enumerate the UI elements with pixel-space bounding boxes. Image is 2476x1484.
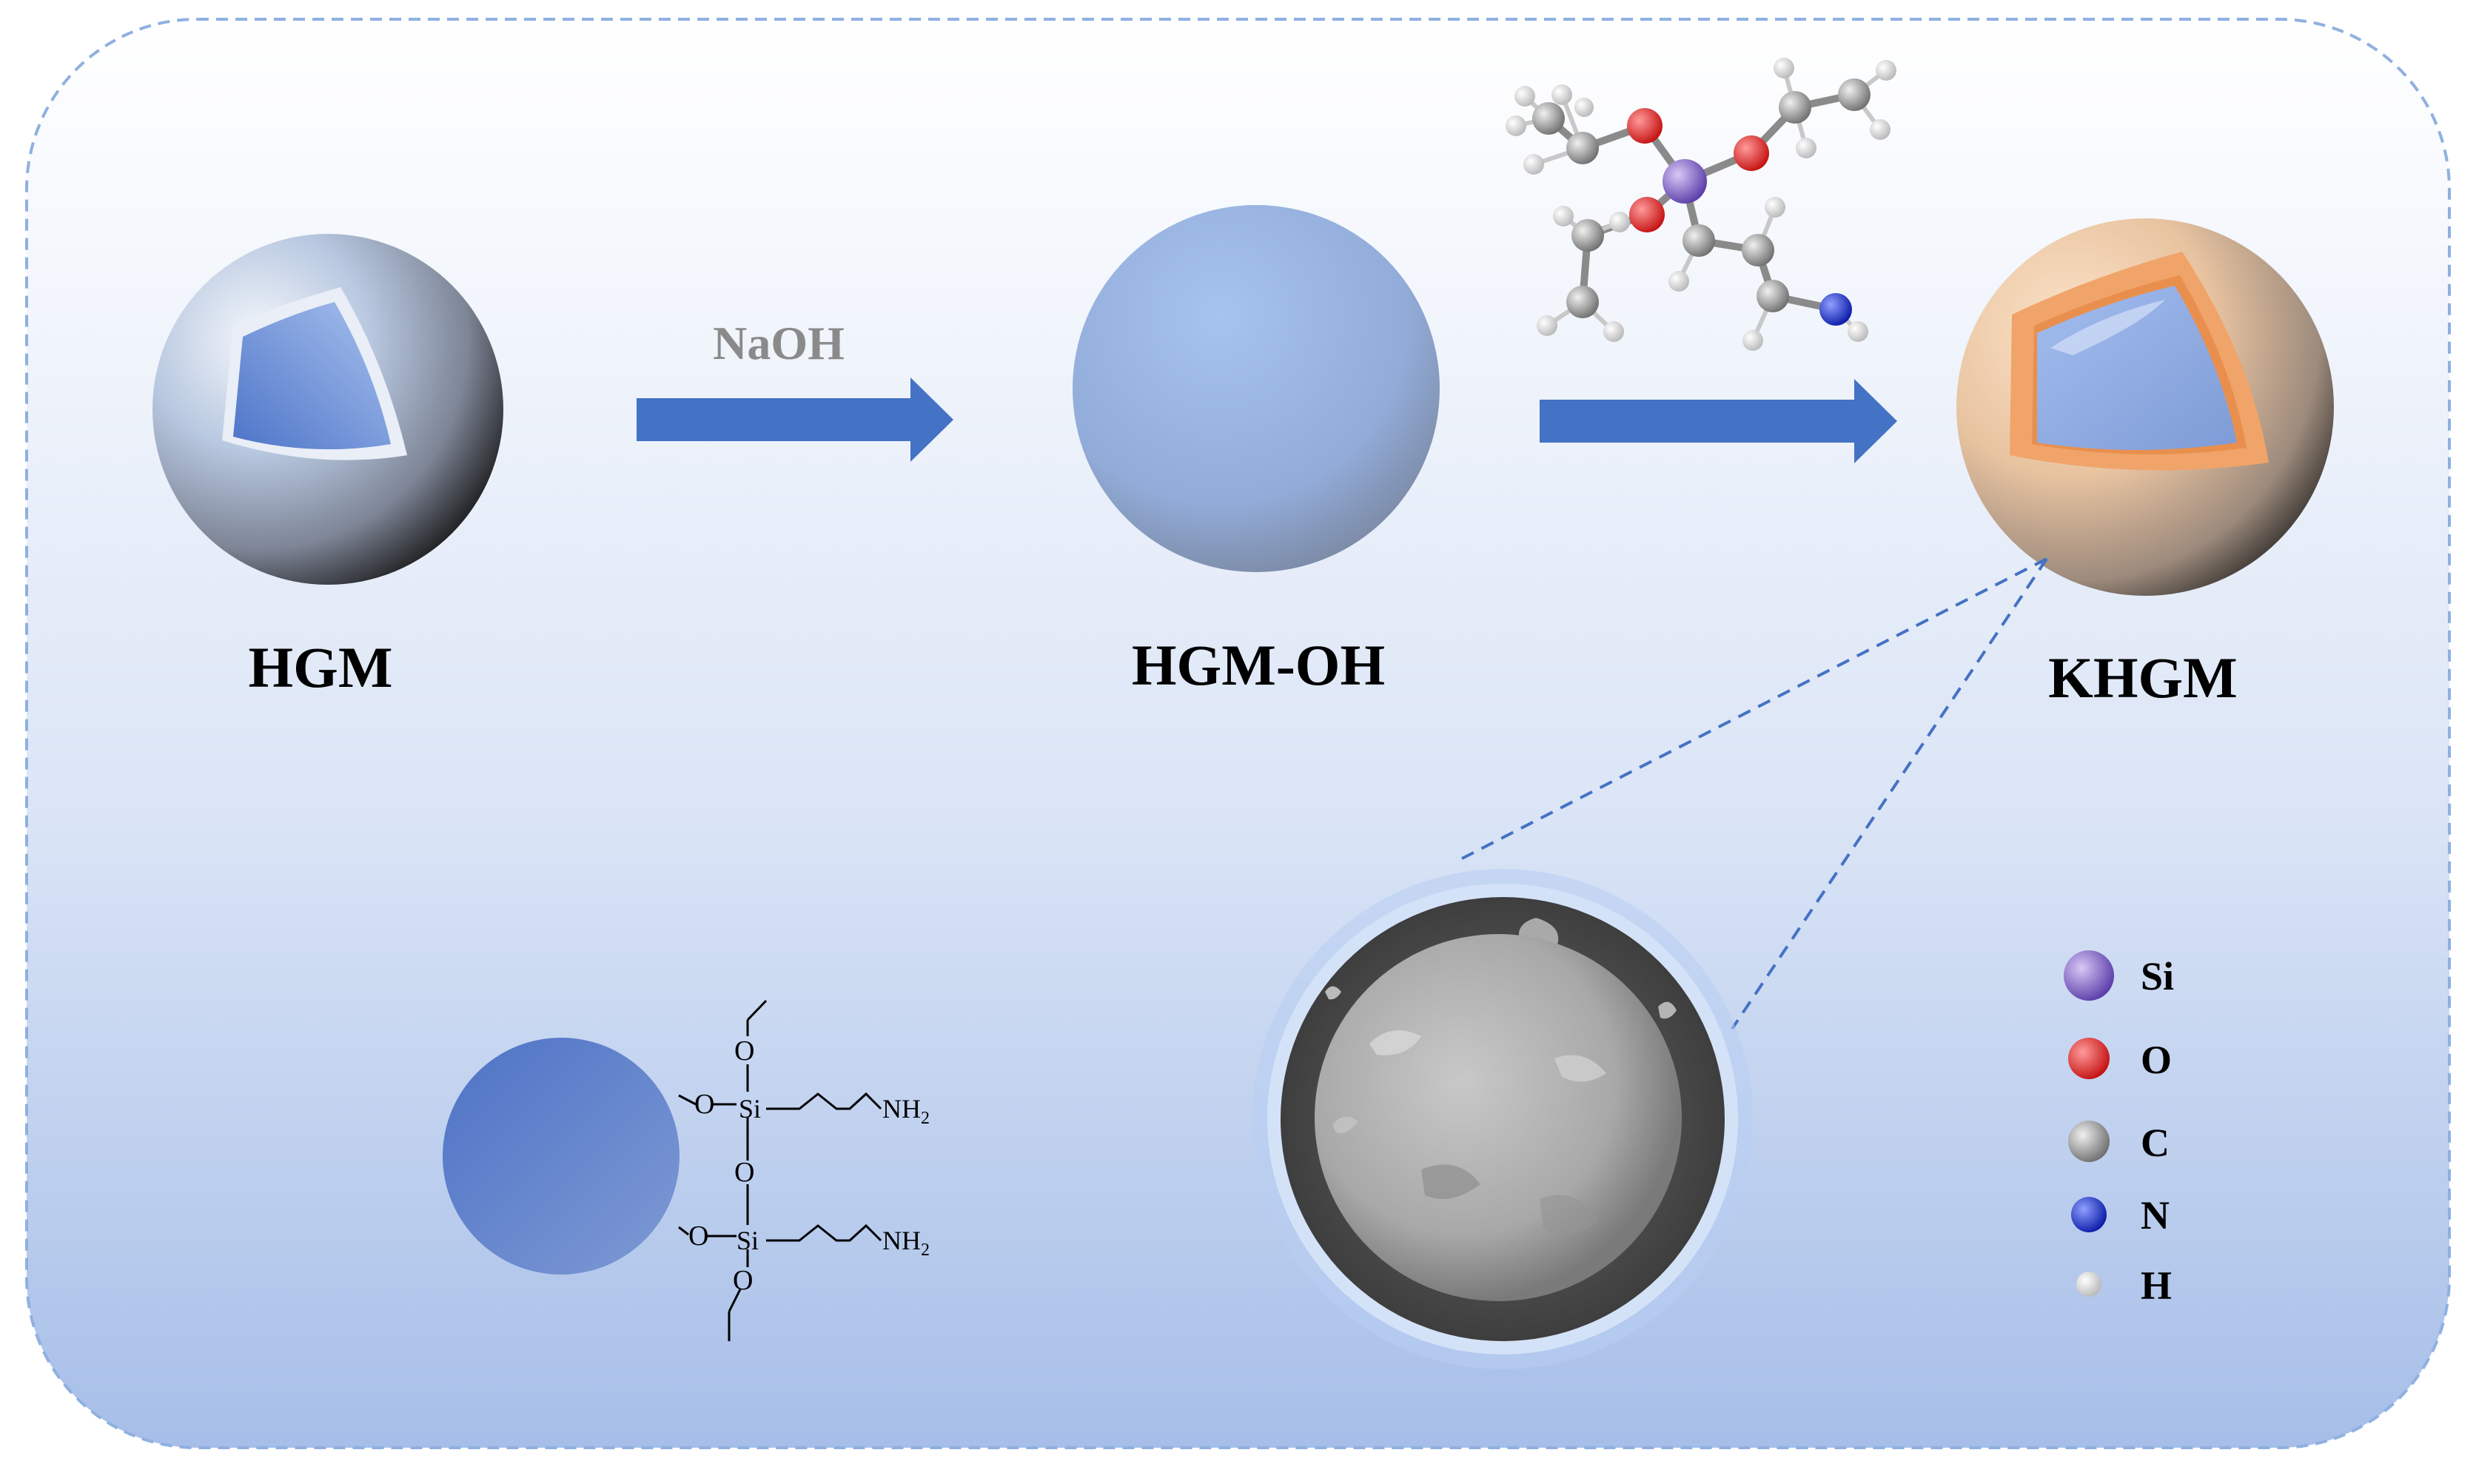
zoom-lines [1461,557,2048,1030]
khgm-label: KHGM [2048,645,2238,710]
molecule-atoms-o [1627,108,1769,232]
reaction-arrow-2 [1540,379,1897,463]
legend-swatch-n [2071,1197,2107,1232]
hgm-label: HGM [249,635,393,699]
legend-label-c: C [2141,1121,2170,1165]
struct-nh2-top: NH2 [882,1094,930,1128]
struct-o-bottom: O [733,1265,753,1296]
legend-label-n: N [2141,1193,2170,1238]
legend-item-c: C [2068,1121,2170,1165]
sem-image [1252,869,1753,1369]
legend-item-si: Si [2064,950,2174,1001]
molecule-atom-n [1819,293,1852,326]
grafted-sphere [443,1038,680,1275]
reaction-arrow-1 [637,377,953,462]
legend-swatch-si [2064,950,2114,1001]
legend-item-h: H [2076,1263,2172,1308]
legend-item-n: N [2071,1193,2170,1238]
atom-legend: Si O C N H [2064,950,2174,1308]
legend-item-o: O [2068,1038,2172,1082]
hgm-oh-sphere [1073,205,1440,572]
struct-o-top: O [734,1035,754,1067]
struct-o-left-top: O [694,1089,714,1120]
struct-o-left-bottom: O [688,1221,708,1252]
legend-swatch-c [2068,1121,2110,1162]
molecule-atom-si [1663,159,1707,204]
hgm-oh-label: HGM-OH [1132,633,1385,697]
struct-o-bridge: O [734,1157,754,1188]
struct-si-bottom: Si [737,1226,759,1255]
struct-nh2-bottom: NH2 [882,1226,930,1260]
kh550-molecule [1506,58,1896,351]
legend-swatch-h [2076,1272,2101,1297]
legend-swatch-o [2068,1038,2110,1079]
legend-label-si: Si [2141,954,2174,998]
molecule-atoms-c [1532,78,1871,318]
silane-structure-bonds [678,999,882,1341]
struct-si-top: Si [739,1094,761,1124]
hgm-sphere [152,234,503,585]
legend-label-h: H [2141,1263,2172,1308]
molecule-atoms-h [1506,58,1896,351]
khgm-sphere [1956,218,2334,596]
naoh-label: NaOH [713,317,845,369]
legend-label-o: O [2141,1038,2172,1082]
silane-structure-labels: O O Si NH2 O O Si NH2 O [688,1035,930,1296]
